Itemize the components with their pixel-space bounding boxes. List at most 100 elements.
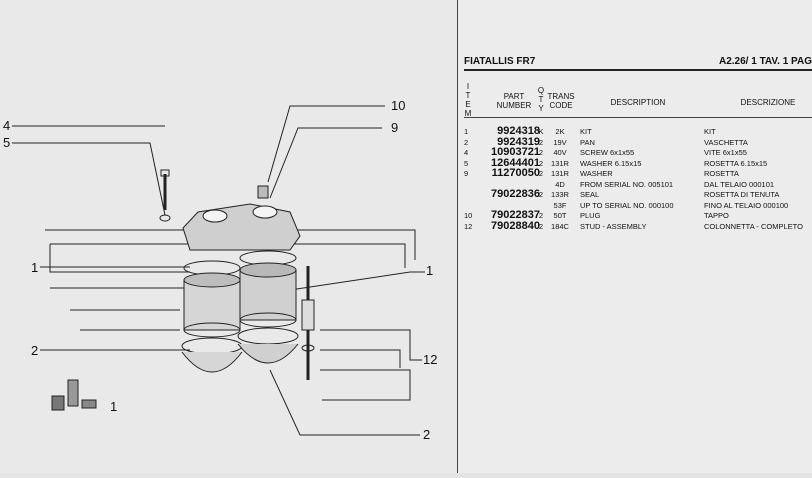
row-part-number: 79022836 (491, 188, 540, 200)
row-trans-code: 19V (553, 137, 567, 147)
left-element-top (183, 272, 241, 288)
row-part-number: 11270050 (491, 167, 540, 179)
leader-10 (267, 105, 385, 183)
row-qty: 2 (538, 169, 544, 178)
callout-10: 10 (391, 98, 405, 113)
callout-5: 5 (3, 135, 10, 150)
row-trans-code: 40V (553, 148, 567, 157)
leader-2-bottom (269, 369, 420, 436)
col-descrizione-header: DESCRIZIONE (740, 98, 796, 107)
leader-9 (269, 127, 382, 199)
leader-box-left (49, 244, 190, 273)
header-rule (464, 69, 812, 71)
row-trans-code: 133R (551, 190, 569, 199)
callout-9: 9 (391, 120, 398, 135)
row-descrizione: DAL TELAIO 000101 (704, 179, 775, 189)
screw-head (160, 169, 170, 177)
row-part-number: 9924319 (497, 135, 540, 148)
leader-12-c (320, 369, 411, 401)
row-item: 1 (464, 127, 469, 136)
row-qty: 2 (538, 148, 544, 157)
kit-box-tall (67, 379, 79, 407)
row-trans-code: 50T (553, 211, 567, 220)
row-description: SCREW 6x1x55 (580, 148, 635, 157)
left-seal-ring (181, 337, 243, 355)
row-description: WASHER 6.15x15 (580, 158, 642, 168)
stud-sleeve (301, 299, 315, 331)
row-part-number: 10903721 (491, 146, 540, 158)
leader-box-top-b (50, 243, 406, 268)
row-item: 2 (464, 137, 469, 147)
col-description-header: DESCRIPTION (610, 98, 666, 107)
leader-box-top-a (45, 229, 416, 260)
row-trans-code: 184C (551, 221, 569, 231)
callout-1-left: 1 (31, 260, 38, 275)
row-description: FROM SERIAL NO. 005101 (580, 179, 674, 189)
catalog-reference: A2.26/ 1 TAV. 1 PAG (718, 56, 812, 67)
leader-12-b (320, 349, 401, 368)
row-item: 10 (464, 211, 473, 220)
callout-2-left: 2 (31, 343, 38, 358)
right-element-top (239, 262, 297, 278)
page-divider (457, 0, 458, 473)
row-qty: 2 (538, 211, 544, 220)
row-descrizione: COLONNETTA - COMPLETO (704, 221, 803, 231)
row-descrizione: ROSETTA DI TENUTA (704, 190, 780, 199)
column-rule (464, 117, 812, 118)
row-item: 12 (464, 221, 473, 231)
row-part-number: 12644401 (491, 156, 540, 169)
row-item: 9 (464, 169, 469, 178)
row-qty: K (538, 127, 544, 136)
row-descrizione: VASCHETTA (704, 137, 748, 147)
table-row: 4D FROM SERIAL NO. 005101 DAL TELAIO 00010… (458, 180, 812, 190)
callout-kit-1: 1 (110, 399, 117, 414)
row-part-number: 9924318 (497, 125, 540, 137)
row-item: 5 (464, 158, 469, 168)
plug (257, 185, 269, 199)
row-description: KIT (580, 127, 592, 136)
row-descrizione: KIT (704, 127, 716, 136)
row-trans-code: 131R (551, 169, 569, 178)
filter-exploded-view: 10 9 4 5 1 1 2 12 2 1 (3, 98, 437, 442)
row-descrizione: ROSETTA (704, 169, 739, 178)
row-qty: 2 (538, 190, 544, 199)
row-qty: 2 (538, 221, 544, 231)
callout-2-bottom: 2 (423, 427, 430, 442)
stud-washer (301, 344, 315, 352)
row-trans-code: 2K (555, 127, 565, 136)
row-descrizione: VITE 6x1x55 (704, 148, 747, 157)
catalog-brand: FIATALLIS FR7 (464, 56, 536, 67)
row-part-number: 79022837 (491, 209, 540, 221)
washer (159, 214, 171, 222)
leader-12-a (320, 329, 422, 361)
row-item: 4 (464, 148, 469, 157)
row-description: SEAL (580, 190, 600, 199)
row-description: STUD - ASSEMBLY (580, 221, 647, 231)
left-element-bottom (183, 322, 241, 338)
kit-box-flat (81, 399, 97, 409)
row-descrizione: FINO AL TELAIO 000100 (704, 200, 789, 210)
right-filter-element (239, 269, 297, 321)
row-trans-code: 4D (555, 179, 565, 189)
row-description: WASHER (580, 169, 613, 178)
leader-5 (12, 142, 166, 216)
row-descrizione: ROSETTA 6.15x15 (704, 158, 768, 168)
row-description: PAN (580, 137, 595, 147)
kit-box-small (51, 395, 65, 411)
row-description: PLUG (580, 211, 601, 220)
row-qty: 2 (538, 158, 544, 168)
row-descrizione: TAPPO (704, 211, 729, 220)
row-description: UP TO SERIAL NO. 000100 (580, 200, 674, 210)
